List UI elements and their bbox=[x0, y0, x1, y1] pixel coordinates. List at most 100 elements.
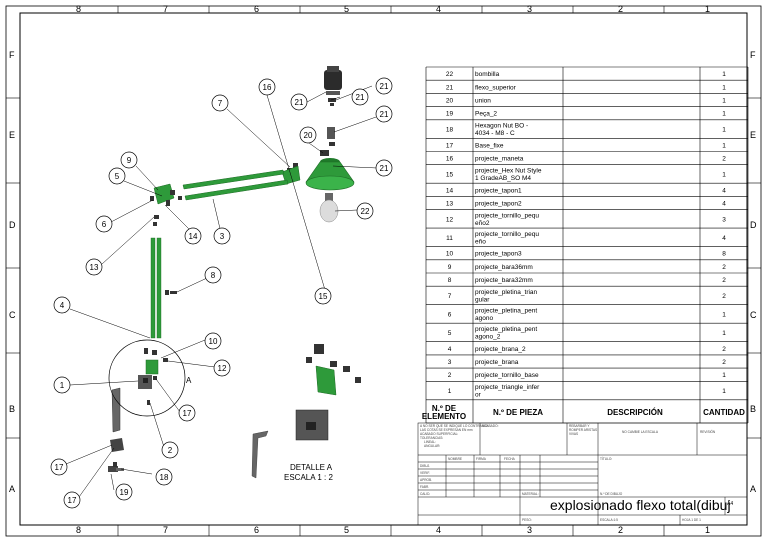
svg-text:21: 21 bbox=[356, 93, 365, 102]
tb-note-4: TOLERANCIAS: bbox=[420, 436, 443, 440]
bom-cell-qty: 1 bbox=[722, 142, 726, 149]
balloon-13: 13 bbox=[85, 258, 103, 276]
balloon-1: 1 bbox=[53, 376, 71, 394]
balloon-21b: 21 bbox=[351, 88, 369, 106]
zone-right-F: F bbox=[750, 50, 756, 60]
drawing-title: explosionado flexo total(dibuj bbox=[550, 497, 731, 513]
zone-right-C: C bbox=[750, 310, 757, 320]
balloon-21e: 21 bbox=[375, 159, 393, 177]
svg-text:13: 13 bbox=[90, 263, 99, 272]
tb-peso: PESO: bbox=[522, 518, 532, 522]
svg-text:15: 15 bbox=[319, 292, 328, 301]
bom-cell-element: 20 bbox=[446, 98, 454, 105]
balloon-17a: 17 bbox=[178, 404, 196, 422]
balloon-2: 2 bbox=[161, 441, 179, 459]
bom-cell-part-cont: agono bbox=[475, 315, 493, 322]
exploded-view: A DETALLE A ESCALA 1 : 2 bbox=[50, 66, 393, 509]
balloon-10: 10 bbox=[204, 332, 222, 350]
svg-text:4: 4 bbox=[60, 301, 65, 310]
bom-cell-part: projecte_Hex Nut Style bbox=[475, 167, 542, 174]
balloon-19: 19 bbox=[115, 483, 133, 501]
bom-cell-qty: 4 bbox=[722, 235, 726, 242]
balloon-18: 18 bbox=[155, 468, 173, 486]
zone-right-D: D bbox=[750, 220, 757, 230]
balloon-20: 20 bbox=[299, 126, 317, 144]
bom-cell-part: projecte_tapon3 bbox=[475, 251, 522, 258]
bom-cell-qty: 2 bbox=[722, 293, 726, 300]
bom-cell-qty: 2 bbox=[722, 359, 726, 366]
bom-cell-qty: 2 bbox=[722, 277, 726, 284]
bom-cell-element: 7 bbox=[448, 293, 452, 300]
balloon-17b: 17 bbox=[50, 458, 68, 476]
svg-text:21: 21 bbox=[380, 164, 389, 173]
zone-left-C: C bbox=[9, 310, 16, 320]
balloon-4: 4 bbox=[53, 296, 71, 314]
svg-text:5: 5 bbox=[115, 172, 120, 181]
svg-text:19: 19 bbox=[120, 488, 129, 497]
zone-top-7: 7 bbox=[163, 4, 168, 14]
svg-text:21: 21 bbox=[380, 82, 389, 91]
bom-cell-part-cont: agono_2 bbox=[475, 333, 501, 340]
upper-bars-part bbox=[182, 169, 289, 201]
bom-header-description: DESCRIPCIÓN bbox=[607, 408, 663, 417]
zone-bottom-7: 7 bbox=[163, 525, 168, 535]
bom-cell-qty: 8 bbox=[722, 251, 726, 258]
bom-cell-part: projecte_brana_2 bbox=[475, 346, 526, 353]
svg-text:10: 10 bbox=[209, 337, 218, 346]
bom-header-element-1: N.º DE bbox=[432, 404, 457, 413]
zone-left-D: D bbox=[9, 220, 16, 230]
bom-cell-element: 8 bbox=[448, 277, 452, 284]
bom-cell-element: 4 bbox=[448, 346, 452, 353]
bom-cell-part: projecte_tapon2 bbox=[475, 201, 522, 208]
zone-bottom-2: 2 bbox=[618, 525, 623, 535]
tb-rebabas-3: VIVAS bbox=[569, 432, 578, 436]
bom-cell-qty: 1 bbox=[722, 111, 726, 118]
balloons: 21 21 21 16 7 21 20 21 22 9 5 6 14 3 13 … bbox=[50, 77, 393, 509]
svg-text:16: 16 bbox=[263, 83, 272, 92]
svg-text:9: 9 bbox=[127, 156, 132, 165]
tb-firma: FIRMA bbox=[476, 457, 487, 461]
tb-role-fabr: FABR. bbox=[420, 485, 429, 489]
svg-text:2: 2 bbox=[168, 446, 173, 455]
svg-text:21: 21 bbox=[380, 110, 389, 119]
balloon-14: 14 bbox=[184, 227, 202, 245]
bom-cell-qty: 2 bbox=[722, 264, 726, 271]
balloon-15: 15 bbox=[314, 287, 332, 305]
zone-bottom-5: 5 bbox=[344, 525, 349, 535]
tb-size: A4 bbox=[727, 501, 733, 507]
bom-cell-part-cont: 1 GradeAB_SO M4 bbox=[475, 175, 531, 182]
zone-right-B: B bbox=[750, 404, 756, 414]
detail-view bbox=[251, 344, 361, 479]
tb-note-3: ACABADO SUPERFICIAL: bbox=[420, 432, 458, 436]
bom-header: N.º DE ELEMENTO N.º DE PIEZA DESCRIPCIÓN… bbox=[422, 404, 745, 421]
bom-cell-part: projecte_bara32mm bbox=[475, 277, 533, 284]
bom-cell-part: projecte_tornillo_base bbox=[475, 372, 539, 379]
bulb-part bbox=[319, 193, 339, 223]
tb-fecha: FECHA bbox=[504, 457, 516, 461]
bom-cell-part: projecte_tornillo_pequ bbox=[475, 212, 539, 219]
tb-no-cambie: NO CAMBIE LA ESCALA bbox=[622, 430, 659, 434]
detail-circle bbox=[108, 339, 186, 417]
bom-header-qty: CANTIDAD bbox=[703, 408, 745, 417]
bom-cell-element: 17 bbox=[446, 142, 454, 149]
bom-cell-part-cont: or bbox=[475, 392, 482, 399]
tb-note-1: A NO SER QUE SE INDIQUE LO CONTRARIO: bbox=[420, 424, 488, 428]
bom-cell-element: 16 bbox=[446, 156, 454, 163]
bom-cell-part: projecte_pletina_pent bbox=[475, 307, 537, 314]
bom-cell-element: 14 bbox=[446, 187, 454, 194]
tb-rebabas-1: REBARBAR Y bbox=[569, 424, 590, 428]
balloon-3: 3 bbox=[213, 227, 231, 245]
lower-bars-part bbox=[150, 237, 162, 339]
tb-role-dibuj: DIBUJ. bbox=[420, 464, 430, 468]
bom-cell-part: union bbox=[475, 98, 491, 105]
lamp-cap-part bbox=[324, 66, 342, 95]
outer-border bbox=[5, 5, 762, 537]
